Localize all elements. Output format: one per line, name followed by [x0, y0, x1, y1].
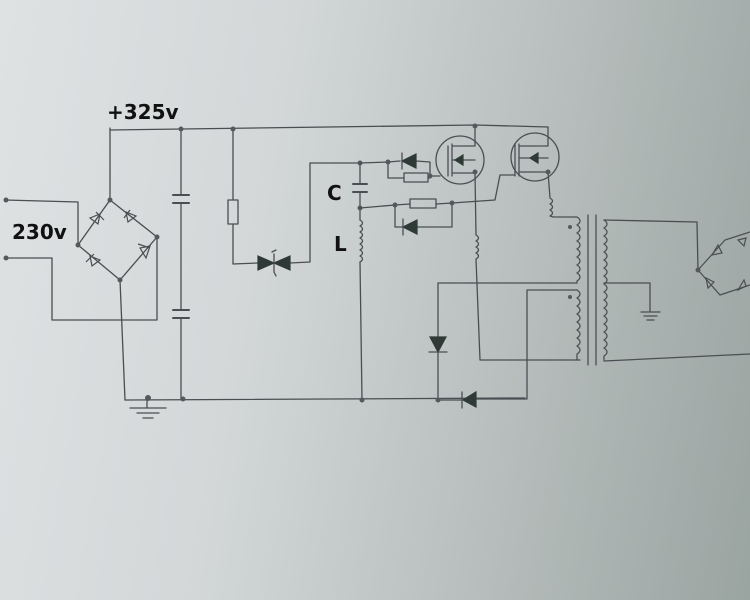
ground-rail	[124, 397, 526, 401]
mosfet-low-side	[510, 126, 578, 218]
bulk-capacitors	[172, 126, 190, 402]
positive-rail	[109, 124, 549, 131]
dc-bus-voltage-label: +325v	[107, 100, 179, 124]
start-circuit	[227, 126, 361, 277]
gate-network-high	[359, 152, 441, 183]
bridge-rectifier	[75, 127, 160, 401]
inductor-label: L	[334, 232, 347, 256]
secondary-output	[603, 219, 750, 362]
transformer	[568, 214, 608, 366]
mosfet-high-side	[435, 123, 581, 361]
capacitor-label: C	[327, 181, 342, 205]
gate-network-low	[359, 174, 516, 236]
ground-symbol	[129, 395, 167, 419]
resonant-lc	[352, 160, 368, 403]
mains-input	[3, 197, 158, 321]
mains-voltage-label: 230v	[12, 220, 67, 244]
feedback-network	[428, 282, 578, 409]
